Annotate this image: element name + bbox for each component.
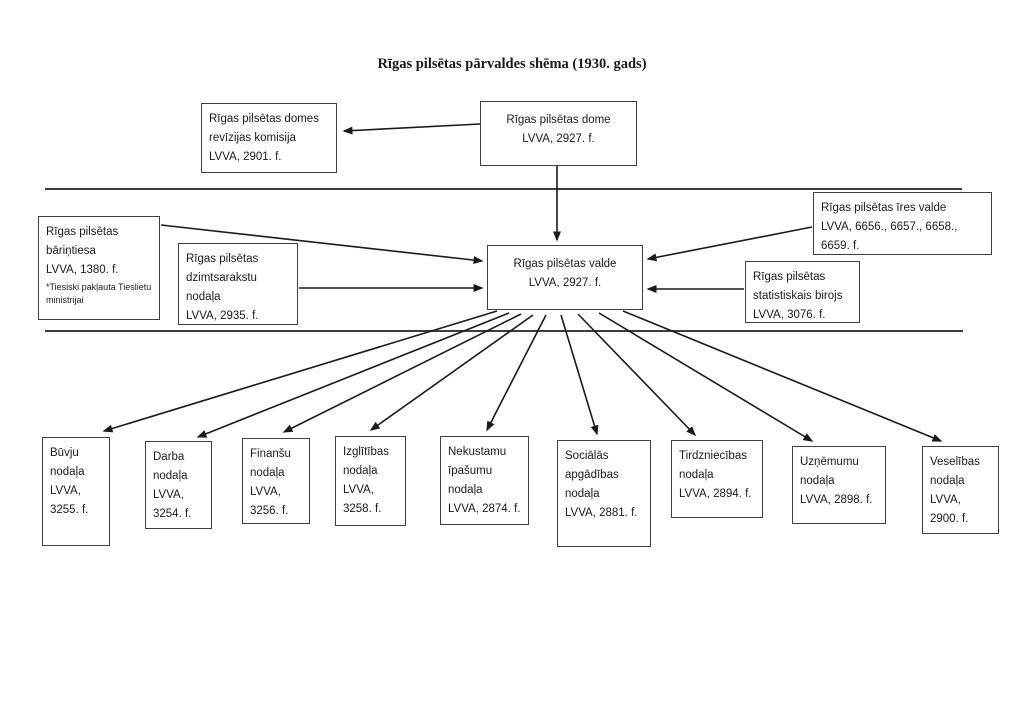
arrow-valde-to-tirdzniecibas: [577, 313, 697, 437]
arrow-valde-to-nekustamu: [486, 314, 547, 432]
page-title: Rīgas pilsētas pārvaldes shēma (1930. ga…: [377, 56, 647, 72]
arrow-barintiesa-to-valde: [160, 224, 484, 265]
arrow-valde-to-darba: [196, 312, 510, 438]
arrow-valde-to-veselibas: [622, 310, 943, 442]
arrow-valde-to-socialas: [560, 314, 599, 436]
arrow-dome-to-revizijas: [342, 123, 481, 135]
arrow-valde-to-finansu: [282, 313, 522, 433]
arrow-ires-to-valde: [646, 226, 813, 262]
arrow-valde-to-uznemumu: [598, 312, 814, 442]
arrow-valde-to-izglitibas: [369, 314, 534, 431]
arrow-valde-to-buvju: [102, 310, 498, 433]
